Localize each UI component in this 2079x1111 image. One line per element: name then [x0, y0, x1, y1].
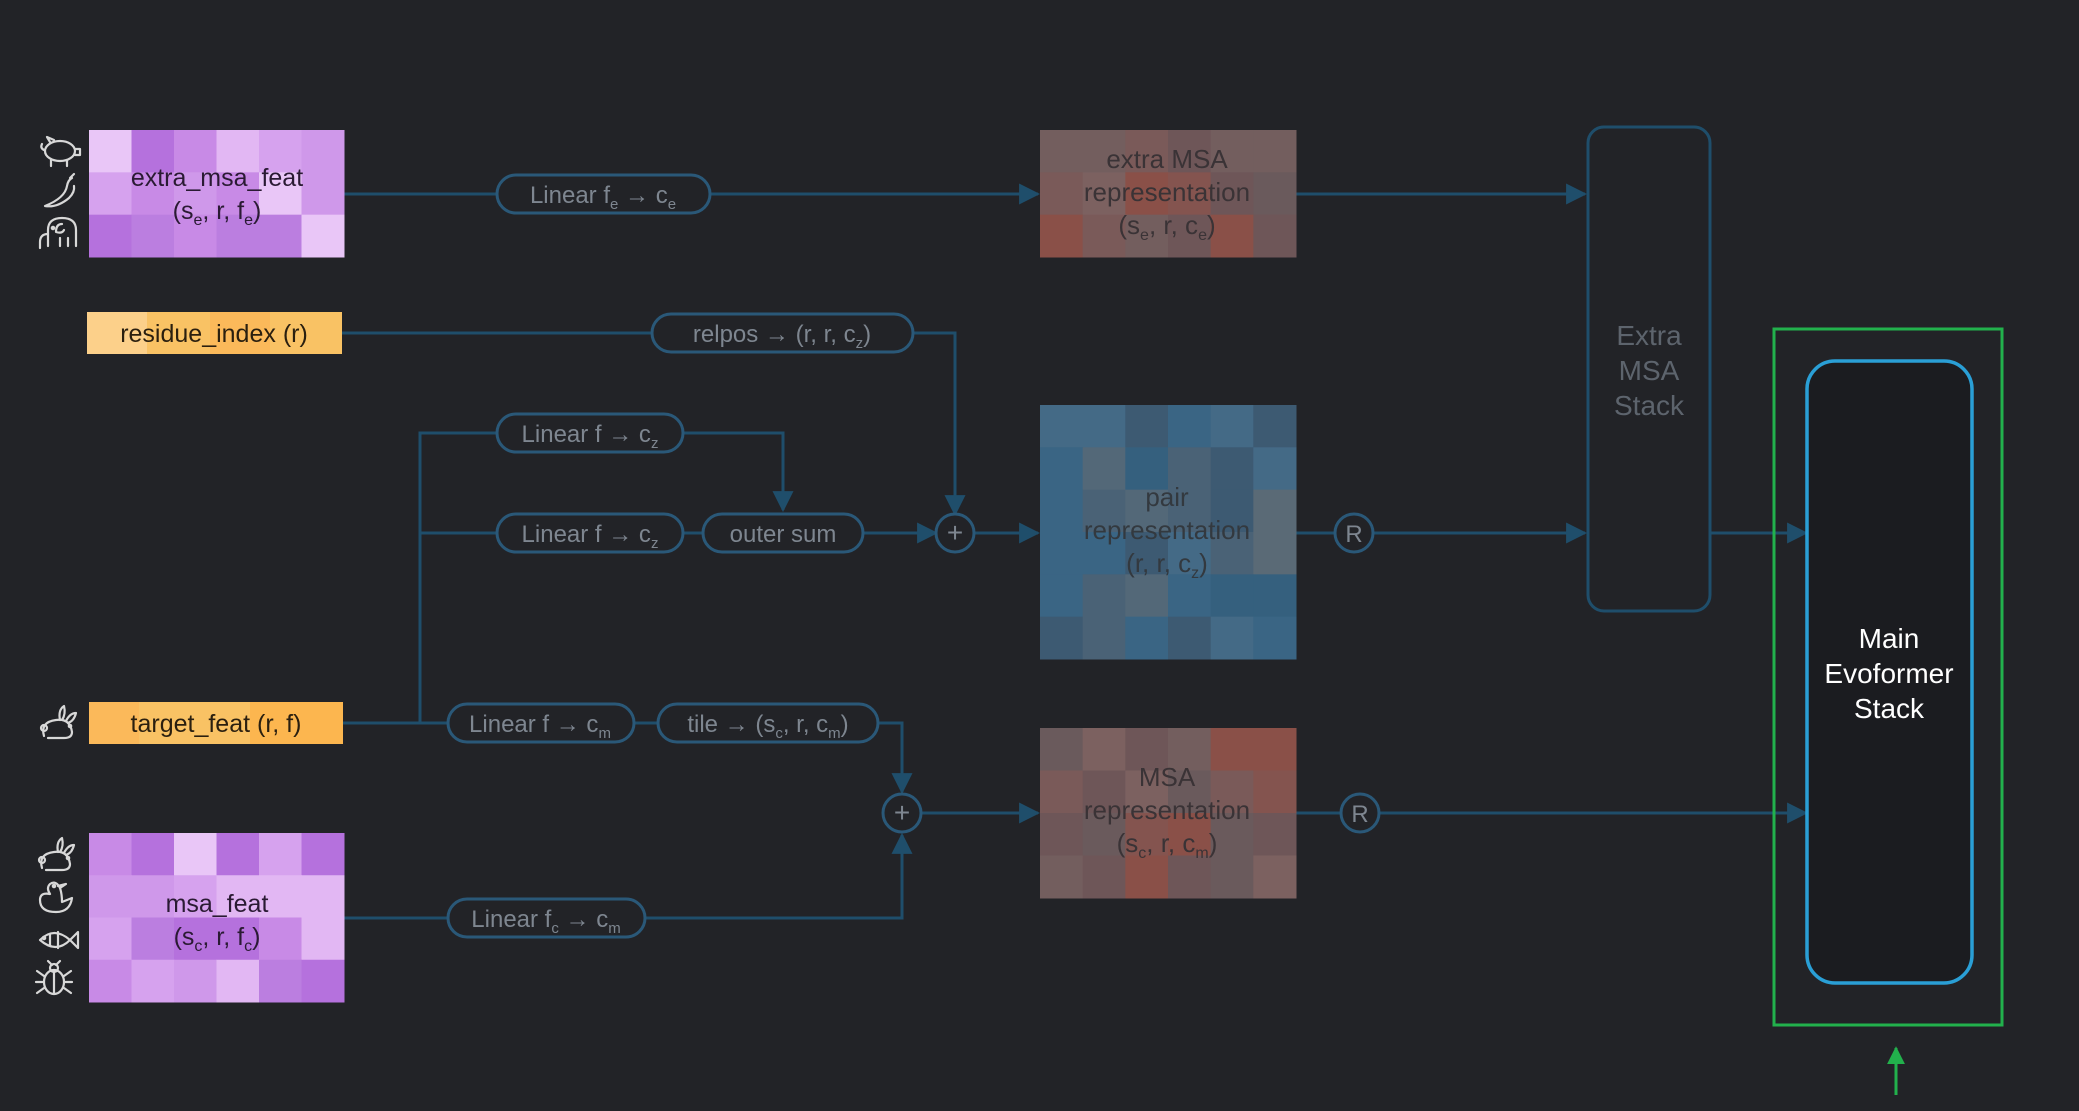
plus-node-pair: + [934, 512, 976, 554]
svg-text:representation: representation [1084, 177, 1250, 207]
outer-sum-pill: outer sum [701, 512, 865, 554]
linear-f-cz-bottom-pill: Linear f → cz [495, 512, 685, 554]
residue-index-block: residue_index (r) [87, 312, 342, 354]
recycle-node-pair: R [1333, 512, 1375, 554]
msa-representation: MSA representation (sc, r, cm) [1040, 728, 1297, 899]
svg-text:R: R [1351, 801, 1368, 828]
svg-text:+: + [894, 797, 910, 828]
svg-text:Evoformer: Evoformer [1824, 658, 1953, 689]
relpos-pill: relpos → (r, r, cz) [650, 312, 915, 354]
pig-icon [40, 135, 82, 168]
extra-msa-feat-block: extra_msa_feat (se, r, fe) [89, 130, 345, 258]
residue-index-label: residue_index (r) [120, 320, 308, 348]
linear-f-cz-top-pill: Linear f → cz [495, 412, 685, 454]
recycle-node-msa: R [1339, 792, 1381, 834]
svg-text:Linear f → cm: Linear f → cm [469, 711, 611, 742]
duck-icon [38, 881, 74, 914]
msa-feat-label: msa_feat [166, 890, 269, 918]
extra-msa-feat-label: extra_msa_feat [131, 164, 303, 192]
bug-icon [34, 959, 74, 996]
fish-icon [38, 930, 80, 950]
svg-text:representation: representation [1084, 795, 1250, 825]
svg-text:MSA: MSA [1619, 355, 1680, 386]
svg-text:(se, r, ce): (se, r, ce) [1118, 210, 1215, 244]
edge-relpos-to-plus [913, 331, 966, 517]
svg-text:(r, r, cz): (r, r, cz) [1126, 548, 1208, 582]
elephant-icon [38, 216, 78, 250]
edge-linear-fc-to-plus [645, 832, 913, 920]
plus-node-msa: + [881, 792, 923, 834]
connector-lines [342, 183, 1809, 920]
svg-text:Linear fc → cm: Linear fc → cm [471, 906, 620, 937]
rabbit-icon [37, 836, 76, 872]
edge-linear-top-to-outer-sum [683, 431, 794, 513]
edge-branch-vertical [418, 431, 497, 723]
msa-feat-shape: (sc, r, fc) [174, 923, 261, 955]
main-evoformer-highlight [1772, 327, 2004, 1027]
msa-feat-block: msa_feat (sc, r, fc) [89, 833, 345, 1003]
svg-text:Main: Main [1859, 623, 1920, 654]
extra-msa-feat-shape: (se, r, fe) [173, 197, 262, 229]
chili-pepper-icon [43, 172, 76, 208]
extra-msa-representation: extra MSA representation (se, r, ce) [1040, 130, 1297, 258]
svg-text:(sc, r, cm): (sc, r, cm) [1117, 828, 1218, 862]
edge-tile-to-plus [878, 721, 913, 795]
svg-text:Extra: Extra [1616, 320, 1682, 351]
svg-text:pair: pair [1145, 482, 1189, 512]
svg-text:MSA: MSA [1139, 762, 1196, 792]
linear-f-cm-pill: Linear f → cm [446, 702, 636, 744]
svg-text:Stack: Stack [1614, 390, 1685, 421]
linear-fe-ce-pill: Linear fe → ce [495, 173, 712, 215]
rabbit-icon [39, 704, 78, 740]
svg-text:Linear fe → ce: Linear fe → ce [530, 182, 676, 213]
tile-pill: tile → (sc, r, cm) [656, 702, 880, 744]
svg-text:Stack: Stack [1854, 693, 1925, 724]
svg-text:R: R [1345, 521, 1362, 548]
svg-text:extra_msa_feat: extra_msa_feat [131, 164, 303, 192]
svg-text:Linear f → cz: Linear f → cz [522, 421, 659, 452]
linear-fc-cm-pill: Linear fc → cm [446, 897, 647, 939]
svg-text:representation: representation [1084, 515, 1250, 545]
target-feat-label: target_feat (r, f) [131, 710, 302, 738]
svg-text:Linear f → cz: Linear f → cz [522, 521, 659, 552]
pair-representation: pair representation (r, r, cz) [1040, 405, 1297, 660]
svg-text:+: + [947, 517, 963, 548]
target-feat-block: target_feat (r, f) [89, 702, 343, 744]
extra-msa-stack: Extra MSA Stack [1586, 125, 1712, 613]
main-evoformer-stack: Main Evoformer Stack [1805, 359, 1974, 985]
svg-text:relpos → (r, r, cz): relpos → (r, r, cz) [693, 321, 871, 352]
svg-text:outer sum: outer sum [730, 521, 837, 548]
svg-text:tile → (sc, r, cm): tile → (sc, r, cm) [687, 711, 848, 742]
svg-text:extra MSA: extra MSA [1106, 144, 1228, 174]
